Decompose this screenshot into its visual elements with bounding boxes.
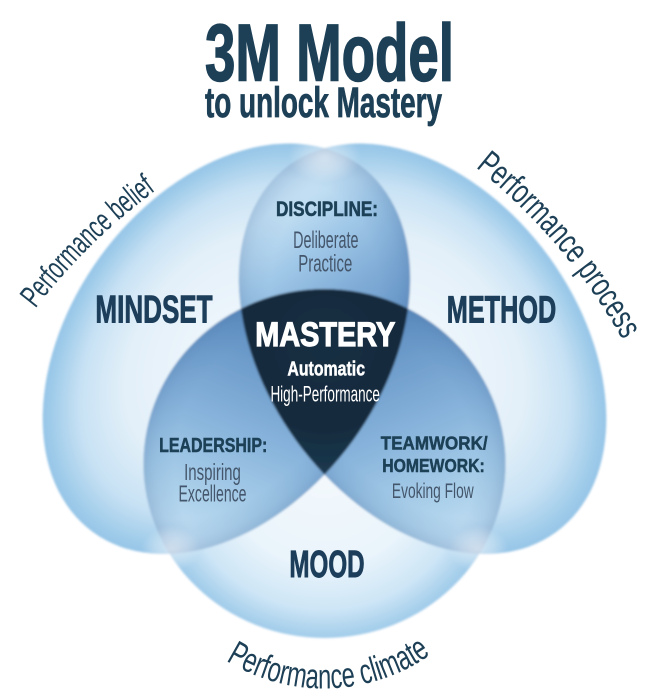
svg-text:a: a — [304, 657, 320, 696]
svg-text:Evoking Flow: Evoking Flow — [392, 480, 474, 503]
svg-text:Automatic: Automatic — [287, 358, 365, 381]
svg-text:e: e — [339, 656, 357, 696]
svg-text:HOMEWORK:: HOMEWORK: — [382, 456, 485, 476]
svg-text:METHOD: METHOD — [447, 288, 556, 330]
svg-text:3M Model: 3M Model — [205, 9, 454, 99]
svg-text:TEAMWORK/: TEAMWORK/ — [381, 434, 488, 454]
svg-text:Inspiring: Inspiring — [184, 459, 241, 485]
svg-text:MASTERY: MASTERY — [255, 316, 395, 354]
svg-text:LEADERSHIP:: LEADERSHIP: — [159, 435, 267, 457]
svg-text:DISCIPLINE:: DISCIPLINE: — [276, 196, 378, 221]
svg-text:c: c — [329, 657, 344, 696]
svg-text:n: n — [318, 658, 331, 696]
svg-text:Deliberate: Deliberate — [293, 227, 358, 254]
svg-text:Practice: Practice — [298, 250, 352, 277]
svg-text:MOOD: MOOD — [289, 543, 364, 586]
svg-text:to unlock Mastery: to unlock Mastery — [205, 79, 442, 127]
svg-text:Excellence: Excellence — [179, 481, 247, 507]
svg-text:High-Performance: High-Performance — [270, 382, 380, 407]
svg-text:MINDSET: MINDSET — [95, 288, 212, 331]
